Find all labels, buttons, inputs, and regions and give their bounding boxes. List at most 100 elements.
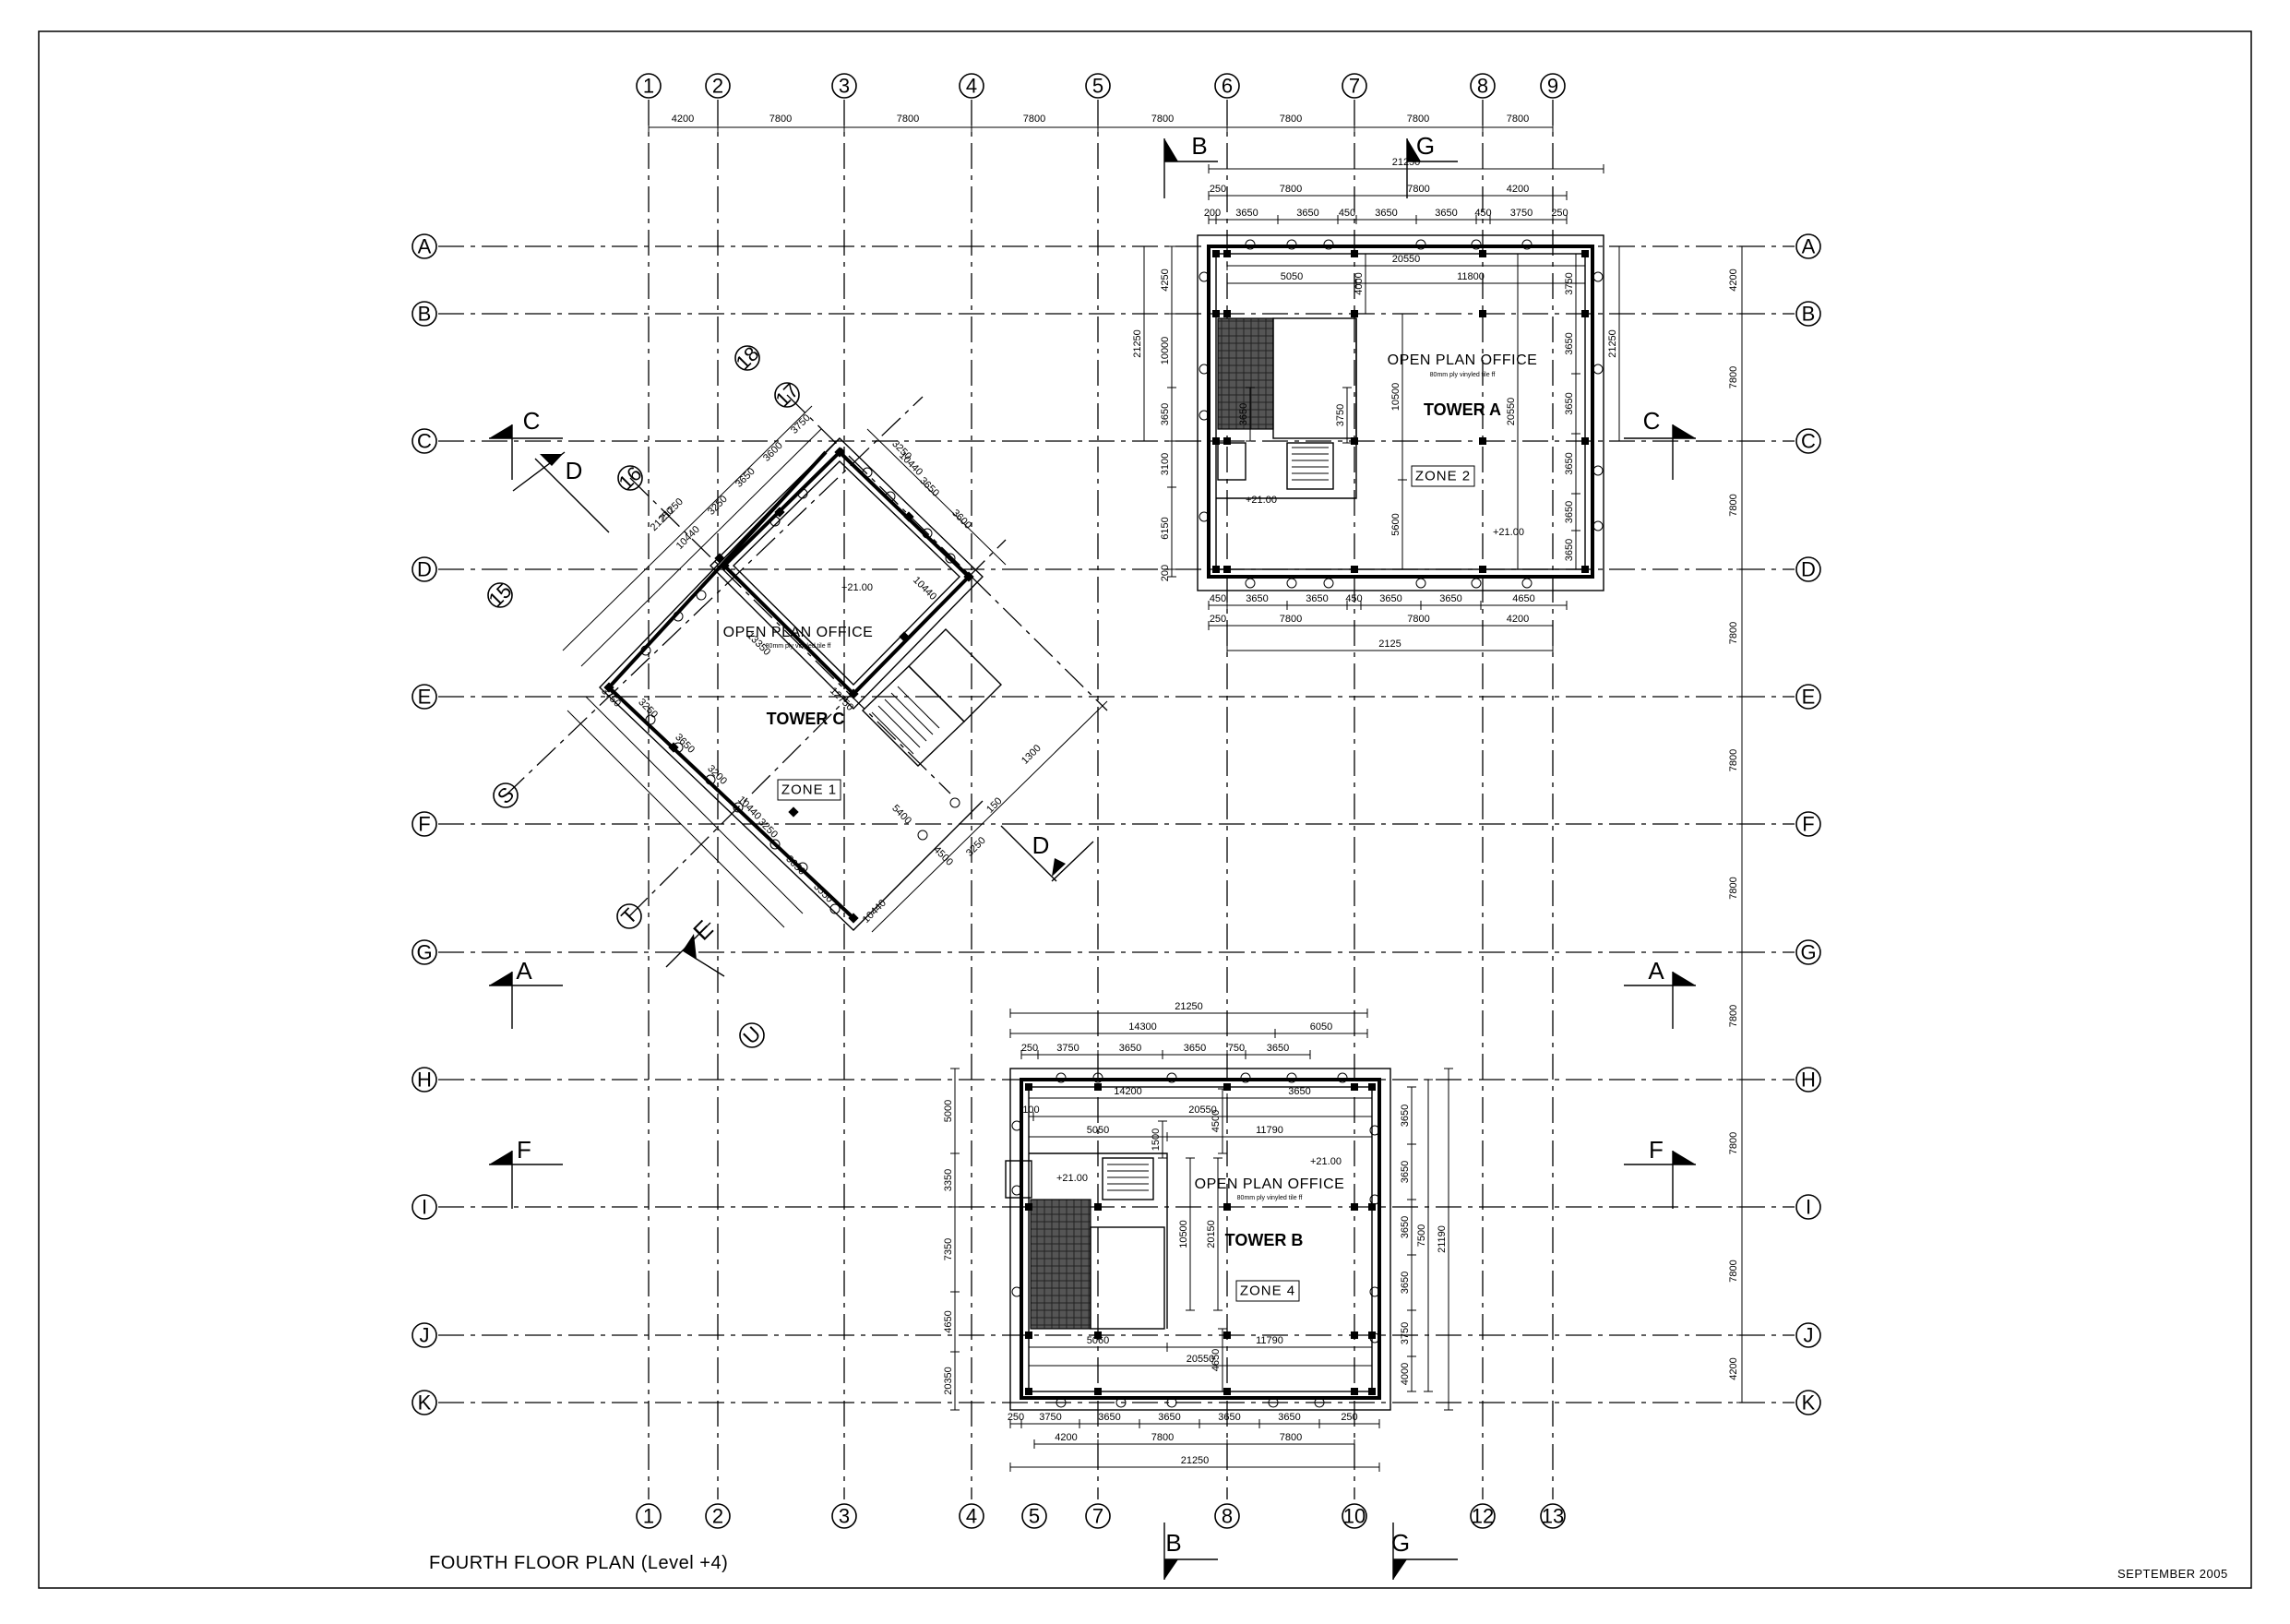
tower-b-dim-right-value: 3650	[1400, 1272, 1411, 1294]
tower-c-axis-18-label: 18	[732, 342, 764, 375]
grid-bubble-right-H-circle	[1795, 1067, 1821, 1093]
tower-b-dim-bottom-value: 250	[1008, 1412, 1024, 1423]
tower-b-dim-bottom-value: 3650	[1278, 1412, 1300, 1423]
grid-bubble-top-3-label: 3	[839, 75, 850, 98]
tower-c-axis-line	[786, 394, 1108, 711]
grid-right-dim-value: 4200	[1728, 269, 1739, 291]
tower-a-dim-bottom3-value: 2125	[1378, 639, 1401, 650]
tower-b-slab	[1020, 1078, 1381, 1400]
tower-b-dim-bottom-value: 3650	[1158, 1412, 1180, 1423]
tower-b-facade-marker	[1314, 1397, 1325, 1408]
tower-b-facade-marker	[1369, 1194, 1380, 1205]
tower-b-column	[1094, 1203, 1102, 1211]
grid-bubble-left-K-circle	[411, 1390, 437, 1415]
grid-right-dim-value: 4200	[1728, 1357, 1739, 1379]
tower-c-dim-value: 3650	[917, 475, 941, 499]
svg-text:G: G	[1391, 1529, 1410, 1557]
tower-a-dim-right-value: 3650	[1564, 332, 1575, 354]
tower-b-column	[1223, 1083, 1231, 1091]
tower-b-column	[1025, 1083, 1032, 1091]
grid-bubble-left-G-circle	[411, 939, 437, 965]
grid-bubble-top-6-circle	[1214, 73, 1240, 99]
tower-a-column	[1581, 310, 1589, 317]
tower-a-dim-left-value: 10000	[1160, 337, 1171, 365]
grid-bubble-right-A-label: A	[1802, 235, 1816, 258]
svg-text:B: B	[1191, 132, 1207, 160]
tower-a-facade-marker	[1592, 271, 1604, 282]
svg-text:C: C	[523, 407, 541, 435]
tower-a-dim-row2-value: 250	[1551, 208, 1568, 219]
tower-a-dim-bottom-value: 3650	[1439, 593, 1461, 604]
tower-b-dim-right-value: 4000	[1400, 1363, 1411, 1385]
tower-a-lift	[1217, 442, 1246, 481]
tower-b-dim-bottom3-value: 21250	[1181, 1455, 1210, 1466]
tower-c-dim-value: 21250	[658, 496, 686, 524]
tower-c-dimensions: 2125010440325036503600375010440325036503…	[562, 405, 1108, 933]
tower-a-dim-inner1-value: 20550	[1392, 254, 1421, 265]
section-c-left: C	[489, 407, 563, 480]
tower-b-dim-inner7-value: 20550	[1187, 1354, 1215, 1365]
tower-b-column	[1368, 1083, 1376, 1091]
drawing-date: SEPTEMBER 2005	[2117, 1567, 2228, 1581]
tower-b-column	[1223, 1331, 1231, 1339]
svg-text:A: A	[516, 957, 532, 985]
tower-c-zone-label: ZONE 1	[781, 782, 837, 798]
tower-b-finish-note: 80mm ply vinyled tile ff	[1237, 1195, 1303, 1201]
grid-bubble-top-9-circle	[1540, 73, 1566, 99]
tower-a-dim-bottom-value: 450	[1345, 593, 1362, 604]
grid-bubble-left-I-circle	[411, 1194, 437, 1220]
tower-b-dim-inner-v4-value: 4650	[1211, 1349, 1222, 1371]
grid-bubble-right-F-circle	[1795, 811, 1821, 837]
tower-a-dim-inner-v1-value: 20550	[1506, 398, 1517, 426]
tower-a-dim-row2-value: 450	[1339, 208, 1355, 219]
tower-a-dim-row2-value: 3750	[1510, 208, 1533, 219]
tower-a-column	[1351, 250, 1358, 257]
tower-b-dim-row2-value: 750	[1228, 1043, 1245, 1054]
tower-c-axis-U-circle	[739, 1022, 765, 1048]
tower-a-stair	[1286, 442, 1334, 490]
tower-b-dim-inner5-value: 5060	[1087, 1335, 1109, 1346]
tower-b-dim-row2-value: 3750	[1056, 1043, 1079, 1054]
drawing-title: FOURTH FLOOR PLAN (Level +4)	[429, 1553, 728, 1573]
tower-b-dim-inner4-value: 5050	[1087, 1125, 1109, 1136]
tower-c-dim-value: 150	[984, 795, 1004, 815]
tower-c-dim-sw-inner	[585, 696, 804, 914]
tower-a-name: TOWER A	[1424, 400, 1501, 419]
tower-a-dim-bottom-value: 3650	[1306, 593, 1328, 604]
tower-a-facade-marker	[1286, 578, 1297, 589]
tower-b-dim-inner2-value: 20550	[1188, 1105, 1217, 1116]
tower-c-facade-marker	[733, 802, 744, 813]
tower-a-zone-label: ZONE 2	[1415, 469, 1471, 484]
tower-c-slab-2	[606, 450, 855, 920]
tower-a-dim-bottom-value: 3650	[1246, 593, 1268, 604]
tower-b-column	[1351, 1083, 1358, 1091]
tower-a-facade-marker	[1471, 239, 1482, 250]
tower-c-dim-ne-outer	[562, 405, 813, 651]
tower-b-facade-marker	[1056, 1397, 1067, 1408]
tower-b-facade-marker	[1115, 1397, 1127, 1408]
tower-a-columns	[1199, 239, 1604, 589]
grid-bubble-right-G-circle	[1795, 939, 1821, 965]
grid-bubble-left-I-label: I	[422, 1196, 427, 1219]
grid-bubble-right-B-circle	[1795, 301, 1821, 327]
grid-bubble-top-9-label: 9	[1547, 75, 1558, 98]
tower-c-facade-marker	[885, 491, 896, 502]
tower-b-stair-treads	[1107, 1164, 1149, 1191]
tower-a-column	[1212, 250, 1220, 257]
grid-bubble-right-F-label: F	[1802, 813, 1814, 836]
tower-a-column	[1223, 566, 1231, 573]
tower-b-dim-inner1-value: 14200	[1114, 1086, 1142, 1097]
grid-bubble-bottom-2-label: 2	[712, 1505, 723, 1528]
grid-top-dim-value: 4200	[672, 113, 694, 125]
tower-c-facade-marker	[673, 611, 684, 622]
section-b-bottom: B	[1163, 1522, 1218, 1580]
tower-b-column	[1351, 1331, 1358, 1339]
tower-b-dim-row2-value: 250	[1021, 1043, 1038, 1054]
grid-bubble-right-H-label: H	[1801, 1069, 1816, 1092]
grid-top-dim-value: 7800	[897, 113, 919, 125]
tower-b-facade-marker	[1011, 1120, 1022, 1131]
tower-b-outer-wall	[1009, 1068, 1391, 1411]
